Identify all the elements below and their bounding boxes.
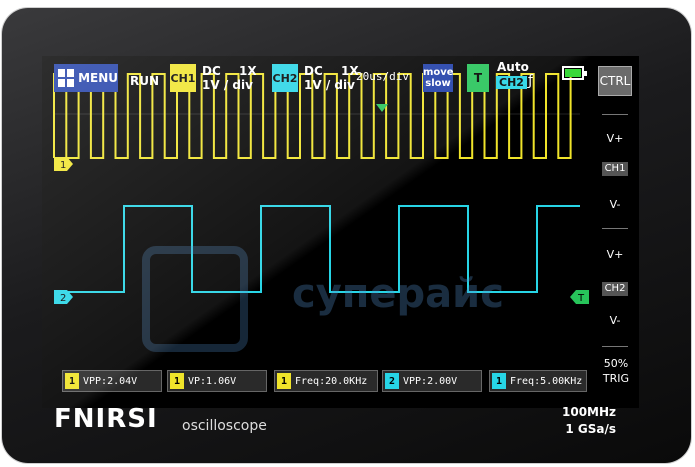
oscilloscope-device: суперайс MENU RUN CH1 DC 1X 1V / div CH2…	[2, 8, 691, 463]
ch2-level-marker[interactable]: 2	[54, 290, 74, 304]
measurement-vpp-ch1[interactable]: 1 VPP:2.04V	[62, 370, 162, 392]
bandwidth-spec: 100MHz	[562, 405, 617, 419]
ch1-waveform	[53, 73, 580, 159]
trigger-button[interactable]: T	[467, 64, 489, 92]
measurement-vpp-ch2[interactable]: 2 VPP:2.00V	[382, 370, 482, 392]
ch1-badge[interactable]: CH1	[170, 64, 196, 92]
ch1-probe: 1X	[238, 64, 257, 78]
menu-grid-icon	[58, 69, 75, 87]
display-screen: суперайс MENU RUN CH1 DC 1X 1V / div CH2…	[42, 56, 639, 408]
rising-edge-icon: ƒ	[528, 73, 533, 89]
ch1-level-marker[interactable]: 1	[54, 157, 74, 171]
measurement-channel-badge: 1	[170, 373, 184, 389]
sample-rate-spec: 1 GSa/s	[565, 422, 617, 436]
trigger-level-control[interactable]: 50% TRIG	[598, 356, 634, 386]
measurement-vp-ch1[interactable]: 1 VP:1.06V	[167, 370, 267, 392]
device-specs: 100MHz 1 GSa/s	[562, 404, 616, 438]
brand-logo: FNIRSI	[54, 404, 158, 434]
waveform-area	[53, 73, 580, 293]
measurement-text: VPP:2.00V	[403, 375, 458, 387]
ch1-coupling: DC	[202, 64, 221, 78]
measurement-text: VP:1.06V	[188, 375, 237, 387]
ch1-scale: 1V / div	[202, 78, 253, 92]
trigger-position-marker	[376, 104, 388, 112]
trigger-level-marker[interactable]: T	[569, 290, 589, 304]
measurement-channel-badge: 1	[492, 373, 506, 389]
measurement-text: VPP:2.04V	[83, 375, 138, 387]
ctrl-button[interactable]: CTRL	[598, 66, 632, 96]
svg-text:1: 1	[60, 160, 66, 171]
trigger-mode[interactable]: Auto	[497, 60, 529, 74]
measurement-channel-badge: 2	[385, 373, 399, 389]
measurement-text: Freq:20.0KHz	[295, 375, 368, 387]
trigger-percent: 50%	[603, 357, 629, 370]
brand-product-label: oscilloscope	[182, 418, 267, 434]
measurement-channel-badge: 1	[277, 373, 291, 389]
slow-label: slow	[425, 78, 451, 89]
ch1-vplus-button[interactable]: V+	[606, 132, 624, 145]
ch2-waveform	[54, 205, 580, 293]
battery-level	[565, 69, 581, 77]
ch2-scale: 1V / div	[304, 78, 355, 92]
trigger-source[interactable]: CH2	[496, 76, 527, 89]
menu-button[interactable]: MENU	[54, 64, 118, 92]
ch2-coupling: DC	[304, 64, 323, 78]
watermark-text: суперайс	[292, 271, 504, 317]
run-status[interactable]: RUN	[130, 74, 160, 88]
menu-label: MENU	[78, 71, 118, 85]
ch2-badge[interactable]: CH2	[272, 64, 298, 92]
move-speed-button[interactable]: move slow	[423, 64, 454, 92]
ch1-settings[interactable]: DC 1X 1V / div	[202, 64, 257, 92]
ch2-vminus-button[interactable]: V-	[609, 314, 621, 327]
ch2-side-label: CH2	[602, 282, 628, 296]
battery-icon	[562, 66, 587, 80]
ch2-settings[interactable]: DC 1X 1V / div	[304, 64, 359, 92]
ch2-vplus-button[interactable]: V+	[606, 248, 624, 261]
timebase-readout[interactable]: 20us/div	[356, 70, 409, 83]
svg-text:2: 2	[60, 293, 66, 304]
ch2-probe: 1X	[340, 64, 359, 78]
ch1-vminus-button[interactable]: V-	[609, 198, 621, 211]
ch1-side-label: CH1	[602, 162, 628, 176]
trigger-label: TRIG	[602, 372, 630, 385]
measurement-freq-2[interactable]: 1 Freq:5.00KHz	[489, 370, 587, 392]
svg-text:T: T	[577, 293, 585, 304]
measurement-freq-ch1[interactable]: 1 Freq:20.0KHz	[274, 370, 378, 392]
measurement-channel-badge: 1	[65, 373, 79, 389]
measurement-text: Freq:5.00KHz	[510, 375, 583, 387]
move-label: move	[423, 67, 454, 78]
watermark-logo-icon	[142, 246, 248, 352]
